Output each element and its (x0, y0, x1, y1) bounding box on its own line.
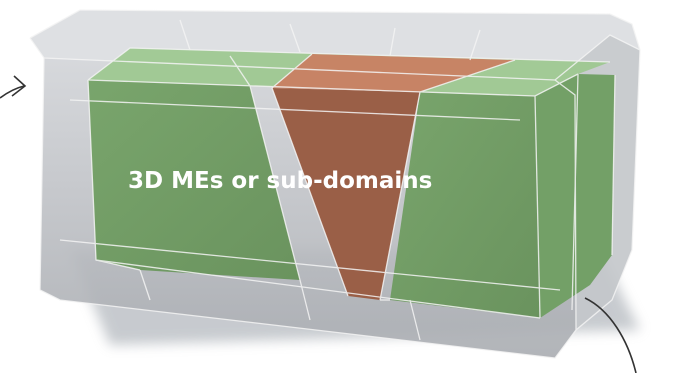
subdomain-green-right (390, 92, 540, 318)
subdomain-brown-wedge (272, 88, 420, 300)
subdomain-green-left (88, 80, 300, 280)
mesh-edges (29, 9, 641, 359)
subdomain-label: 3D MEs or sub-domains (128, 168, 433, 194)
pointer-arrow-left (0, 75, 27, 99)
pointer-line-right (584, 297, 637, 374)
